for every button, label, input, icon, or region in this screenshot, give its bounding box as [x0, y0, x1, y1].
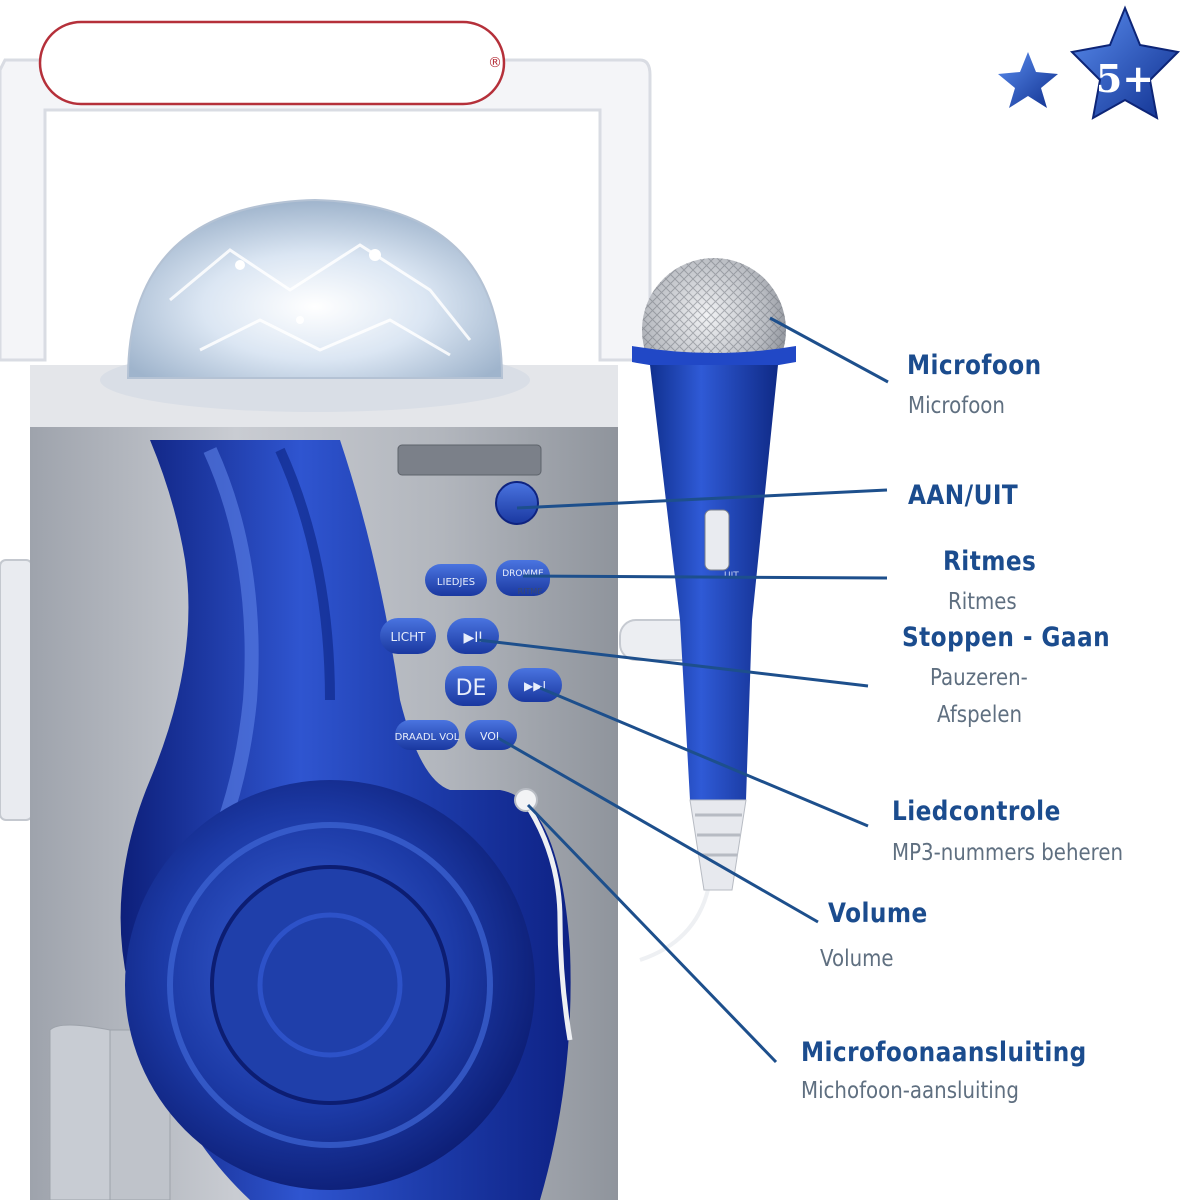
svg-text:LIEDJES: LIEDJES [437, 577, 475, 588]
svg-text:LICHT: LICHT [391, 630, 427, 644]
songs-button: LIEDJES [425, 564, 487, 596]
speaker-grill [125, 780, 535, 1190]
callout-volume-subtitle: Volume [820, 946, 894, 972]
brand-logo: ® [38, 20, 506, 106]
leader-stop-go [477, 638, 869, 688]
callout-song-control-title: Liedcontrole [892, 796, 1061, 827]
callout-stop-go-title: Stoppen - Gaan [902, 622, 1111, 653]
svg-text:VOL: VOL [480, 730, 503, 743]
leader-microphone [769, 316, 889, 384]
next-track-button: ▶▶I [508, 668, 562, 702]
callout-stop-go-subtitle-2: Afspelen [937, 702, 1023, 728]
side-clip [0, 559, 33, 821]
age-badge-text: 5+ [1096, 56, 1154, 101]
light-button: LICHT [380, 618, 436, 654]
callout-rhythms-subtitle: Ritmes [948, 589, 1017, 615]
volume-down-button: DRAADL VOL [395, 720, 460, 750]
callout-song-control-subtitle: MP3-nummers beheren [892, 840, 1124, 866]
registered-mark: ® [488, 55, 502, 71]
callout-microphone-title: Microfoon [907, 350, 1042, 381]
age-badge: 5+ [998, 5, 1181, 120]
de-button: DE [445, 666, 497, 706]
device-display [397, 444, 542, 476]
small-star-icon [998, 52, 1058, 108]
wave-shadow [275, 447, 335, 701]
svg-text:▶II: ▶II [463, 630, 482, 646]
svg-text:DE: DE [456, 676, 487, 701]
svg-text:▶▶I: ▶▶I [524, 679, 546, 693]
drums-rhythm-button: DROMME RITME [496, 560, 550, 596]
leader-song-control [539, 686, 869, 828]
disco-light-dome [100, 198, 530, 412]
leader-rhythms [522, 574, 888, 580]
callout-rhythms-title: Ritmes [943, 546, 1037, 577]
svg-text:RITME: RITME [518, 587, 543, 596]
callout-power-title: AAN/UIT [908, 480, 1019, 511]
large-star-icon [1069, 5, 1181, 120]
svg-text:DROMME: DROMME [502, 569, 544, 579]
microphone: UIT [632, 258, 796, 891]
callout-stop-go-subtitle-1: Pauzeren- [930, 665, 1028, 691]
callout-mic-jack-subtitle: Michofoon-aansluiting [801, 1078, 1019, 1104]
callout-microphone-subtitle: Microfoon [908, 393, 1005, 419]
callout-volume-title: Volume [828, 898, 928, 929]
leader-volume [497, 736, 819, 924]
leader-power [516, 488, 888, 510]
callout-mic-jack-title: Microfoonaansluiting [801, 1037, 1087, 1068]
play-pause-button: ▶II [447, 618, 499, 654]
power-button [495, 481, 539, 525]
leader-lines [477, 316, 889, 1064]
mic-switch [704, 509, 730, 571]
mic-jack [514, 788, 712, 1041]
svg-text:DRAADL VOL: DRAADL VOL [395, 732, 460, 743]
leader-mic-jack [526, 803, 778, 1064]
